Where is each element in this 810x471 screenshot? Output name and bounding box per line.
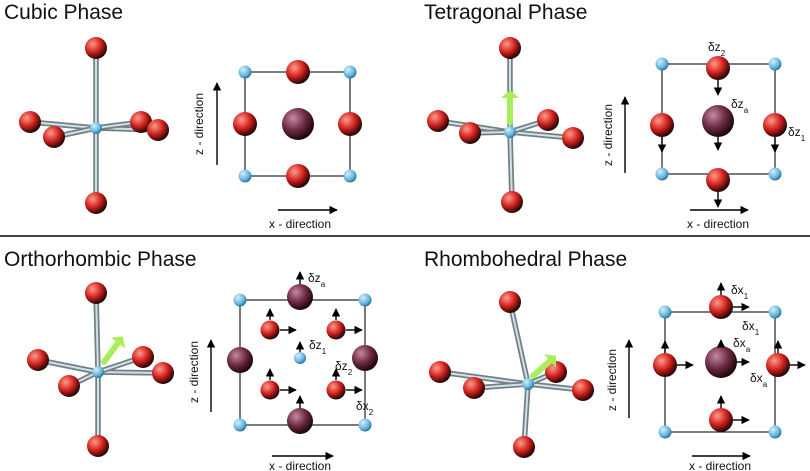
- oxygen-atom: [85, 37, 107, 59]
- oxygen-atom: [147, 119, 169, 141]
- oxygen-atom: [499, 291, 521, 313]
- oxygen-atom: [653, 353, 677, 377]
- polarization-arrow: [530, 358, 553, 379]
- b-site-cation: [358, 293, 372, 307]
- oxygen-atom: [132, 346, 154, 368]
- displacement-label-dxa: δxa: [750, 371, 768, 389]
- a-site-cation: [705, 346, 737, 378]
- a-site-cation: [702, 105, 734, 137]
- cubic-z-direction-label: z - direction: [192, 93, 206, 155]
- rhombohedral-phase-title: Rhombohedral Phase: [424, 248, 628, 271]
- displacement-label-dza: δza: [308, 271, 326, 289]
- oxygen-atom: [709, 408, 733, 432]
- oxygen-atom: [286, 164, 310, 188]
- b-site-cation: [768, 305, 782, 319]
- b-site-cation: [238, 169, 252, 183]
- oxygen-atom: [501, 191, 523, 213]
- oxygen-atom: [562, 127, 584, 149]
- oxygen-atom: [427, 110, 449, 132]
- oxygen-atom: [286, 60, 310, 84]
- b-site-cation: [522, 378, 534, 390]
- oxygen-atom: [459, 122, 481, 144]
- tetragonal-phase-title: Tetragonal Phase: [424, 1, 588, 24]
- cubic-phase-title: Cubic Phase: [4, 1, 124, 24]
- b-site-cation: [294, 352, 306, 364]
- displacement-label-dx1: δx1: [742, 319, 760, 337]
- b-site-cation: [655, 167, 669, 181]
- b-site-cation: [343, 169, 357, 183]
- displacement-label-dx2: δx2: [356, 399, 374, 417]
- polarization-arrow-head: [110, 336, 126, 349]
- oxygen-atom: [43, 126, 65, 148]
- oxygen-atom: [130, 111, 152, 133]
- oxygen-atom: [572, 379, 594, 401]
- a-site-cation: [287, 284, 313, 310]
- oxygen-atom: [709, 295, 733, 319]
- b-site-cation: [233, 418, 247, 432]
- oxygen-atom: [513, 436, 535, 458]
- oxygen-atom: [706, 168, 730, 192]
- b-site-cation: [768, 57, 782, 71]
- oxygen-atom: [537, 109, 559, 131]
- tetragonal-x-direction-label: x - direction: [687, 217, 749, 231]
- b-site-cation: [658, 305, 672, 319]
- oxygen-atom: [706, 56, 730, 80]
- oxygen-atom: [260, 380, 280, 400]
- oxygen-atom: [326, 380, 346, 400]
- b-site-cation: [233, 293, 247, 307]
- b-site-cation: [658, 425, 672, 439]
- b-site-cation: [504, 126, 516, 138]
- polarization-arrow: [101, 340, 121, 365]
- displacement-label-dx1: δx1: [731, 283, 749, 301]
- oxygen-atom: [463, 377, 485, 399]
- polarization-arrow-head: [544, 354, 556, 368]
- displacement-label-dxa: δxa: [733, 336, 751, 354]
- a-site-cation: [352, 345, 378, 371]
- polarization-arrow-head: [501, 90, 519, 98]
- displacement-label-dz1: δz1: [309, 338, 327, 356]
- displacement-label-dz2: δz2: [708, 40, 726, 58]
- a-site-cation: [227, 347, 253, 373]
- oxygen-atom: [233, 112, 257, 136]
- oxygen-atom: [763, 113, 787, 137]
- displacement-label-dza: δza: [731, 97, 749, 115]
- oxygen-atom: [766, 353, 790, 377]
- oxygen-atom: [27, 349, 49, 371]
- oxygen-atom: [260, 320, 280, 340]
- a-site-cation: [282, 108, 314, 140]
- oxygen-atom: [650, 113, 674, 137]
- oxygen-atom: [499, 37, 521, 59]
- oxygen-atom: [19, 111, 41, 133]
- oxygen-atom: [85, 282, 107, 304]
- orthorhombic-z-direction-label: z - direction: [187, 341, 201, 403]
- oxygen-atom: [85, 192, 107, 214]
- b-site-cation: [768, 167, 782, 181]
- oxygen-atom: [152, 362, 174, 384]
- oxygen-atom: [87, 435, 109, 457]
- b-site-cation: [343, 65, 357, 79]
- oxygen-atom: [58, 375, 80, 397]
- tetragonal-z-direction-label: z - direction: [601, 104, 615, 166]
- orthorhombic-x-direction-label: x - direction: [269, 459, 331, 471]
- b-site-cation: [358, 418, 372, 432]
- displacement-label-dz1: δz1: [788, 125, 806, 143]
- a-site-cation: [287, 408, 313, 434]
- b-site-cation: [655, 57, 669, 71]
- oxygen-atom: [545, 361, 567, 383]
- rhombohedral-x-direction-label: x - direction: [689, 459, 751, 471]
- oxygen-atom: [338, 112, 362, 136]
- orthorhombic-phase-title: Orthorhombic Phase: [4, 248, 197, 271]
- cubic-x-direction-label: x - direction: [269, 217, 331, 231]
- displacement-label-dz2: δz2: [335, 359, 353, 377]
- b-site-cation: [92, 366, 104, 378]
- oxygen-atom: [429, 361, 451, 383]
- rhombohedral-z-direction-label: z - direction: [605, 349, 619, 411]
- b-site-cation: [90, 122, 102, 134]
- b-site-cation: [238, 65, 252, 79]
- oxygen-atom: [326, 320, 346, 340]
- b-site-cation: [768, 425, 782, 439]
